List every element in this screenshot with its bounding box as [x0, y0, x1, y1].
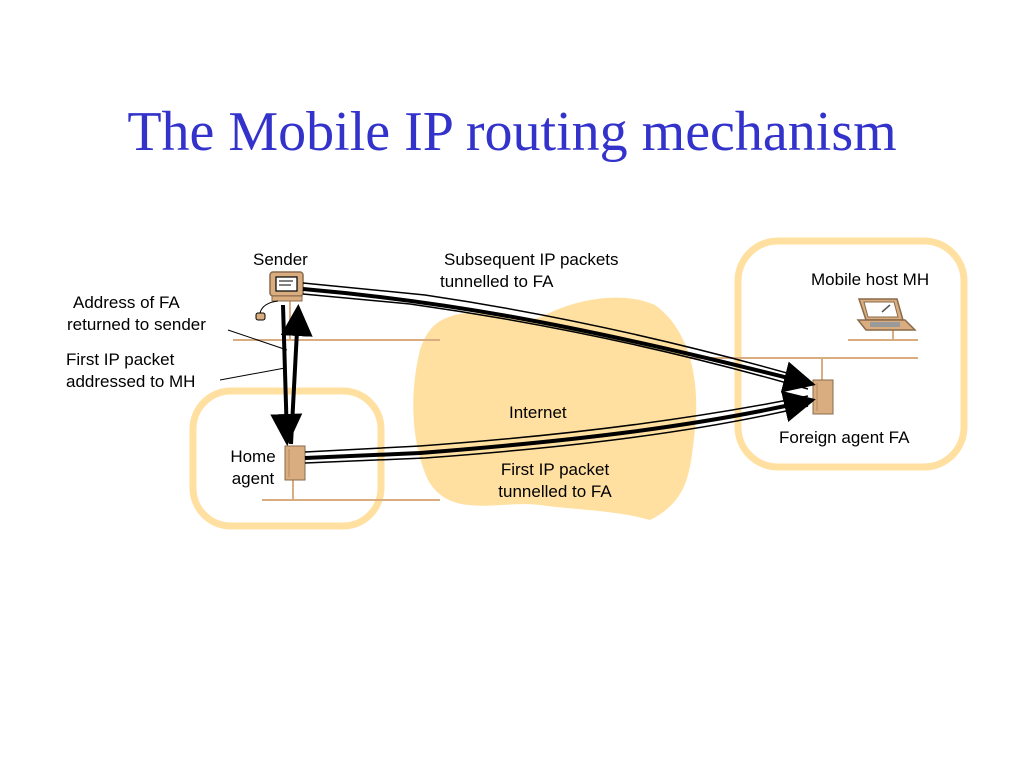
first-tunnel-main	[304, 390, 816, 460]
desktop-computer-icon	[255, 271, 304, 321]
home-agent-label: Home agent	[230, 447, 276, 488]
first-tunnel-lower	[304, 405, 809, 464]
first-packet-tunnelled-label: First IP packet tunnelled to FA	[498, 460, 612, 501]
router-box-icon	[284, 445, 306, 481]
internet-cloud	[413, 297, 697, 520]
address-callout-line	[227, 329, 288, 351]
address-return-arrow	[280, 304, 313, 445]
internet-label: Internet	[509, 403, 567, 422]
mobile-host-label: Mobile host MH	[811, 270, 930, 289]
network-lines	[233, 300, 918, 501]
subsequent-packets-tunnel-lower	[302, 293, 809, 390]
foreign-agent-label: Foreign agent FA	[779, 428, 910, 447]
slide-title: The Mobile IP routing mechanism	[127, 101, 897, 163]
subsequent-packets-label: Subsequent IP packets tunnelled to FA	[440, 250, 619, 291]
subsequent-packets-tunnel-inner	[302, 287, 816, 393]
first-packet-arrow	[270, 304, 303, 446]
first-tunnel-upper	[304, 395, 809, 453]
packet-arrows	[219, 282, 816, 464]
foreign-network-region	[734, 237, 968, 471]
router-box-icon	[812, 379, 834, 415]
laptop-icon	[856, 298, 917, 331]
address-of-fa-label: Address of FA returned to sender	[67, 293, 206, 334]
subsequent-packets-tunnel-outer	[302, 282, 809, 380]
sender-label: Sender	[253, 250, 308, 269]
first-packet-addressed-label: First IP packet addressed to MH	[66, 350, 196, 391]
first-packet-callout-line	[219, 367, 286, 381]
